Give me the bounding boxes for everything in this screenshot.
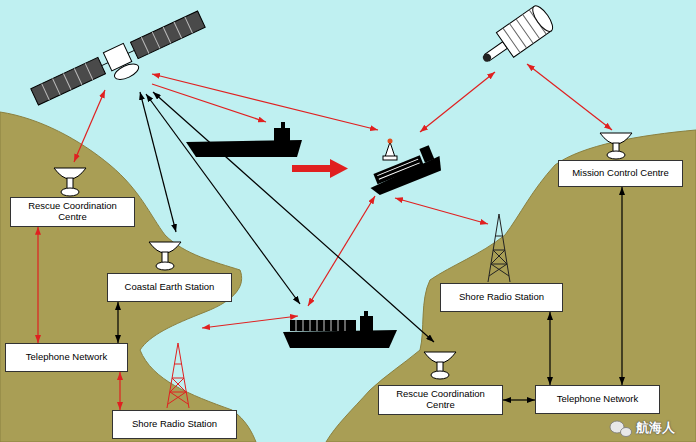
station-box: Rescue Coordination Centre [10, 197, 135, 227]
station-name: Rescue Coordination Centre [384, 389, 497, 411]
network-link [621, 187, 622, 385]
station-name: Telephone Network [557, 394, 638, 405]
network-link [117, 302, 118, 343]
station-box: Shore Radio Station [440, 283, 563, 312]
station-name: Mission Control Centre [572, 168, 669, 179]
station-name: Rescue Coordination Centre [16, 201, 129, 223]
network-link [37, 227, 38, 343]
sinking-ship [364, 143, 445, 197]
land-left [0, 112, 256, 442]
station-box: Shore Radio Station [112, 410, 237, 439]
network-link [503, 399, 535, 400]
station-name: Telephone Network [26, 352, 107, 363]
station-box: Telephone Network [535, 385, 660, 414]
radio-tower-left [167, 343, 189, 408]
radio-tower-right [488, 214, 510, 282]
watermark: 航海人 [636, 419, 675, 437]
tanker-ship [186, 122, 302, 157]
sarsat-spacecraft [475, 3, 556, 72]
epirb-beacon [383, 139, 397, 161]
station-box: Rescue Coordination Centre [378, 385, 503, 415]
station-box: Telephone Network [5, 343, 128, 372]
station-box: Coastal Earth Station [107, 273, 232, 302]
station-name: Shore Radio Station [132, 419, 217, 430]
radio-links [74, 64, 612, 342]
station-box: Mission Control Centre [558, 160, 683, 187]
network-link [549, 312, 550, 385]
network-link [119, 372, 120, 410]
station-name: Coastal Earth Station [125, 282, 215, 293]
container-ship [283, 311, 397, 348]
earth-station-dishes [54, 133, 632, 379]
land-right [326, 130, 696, 442]
satellite [30, 9, 211, 117]
station-name: Shore Radio Station [459, 292, 544, 303]
watermark-icon [610, 421, 632, 437]
motion-arrow [292, 159, 348, 178]
